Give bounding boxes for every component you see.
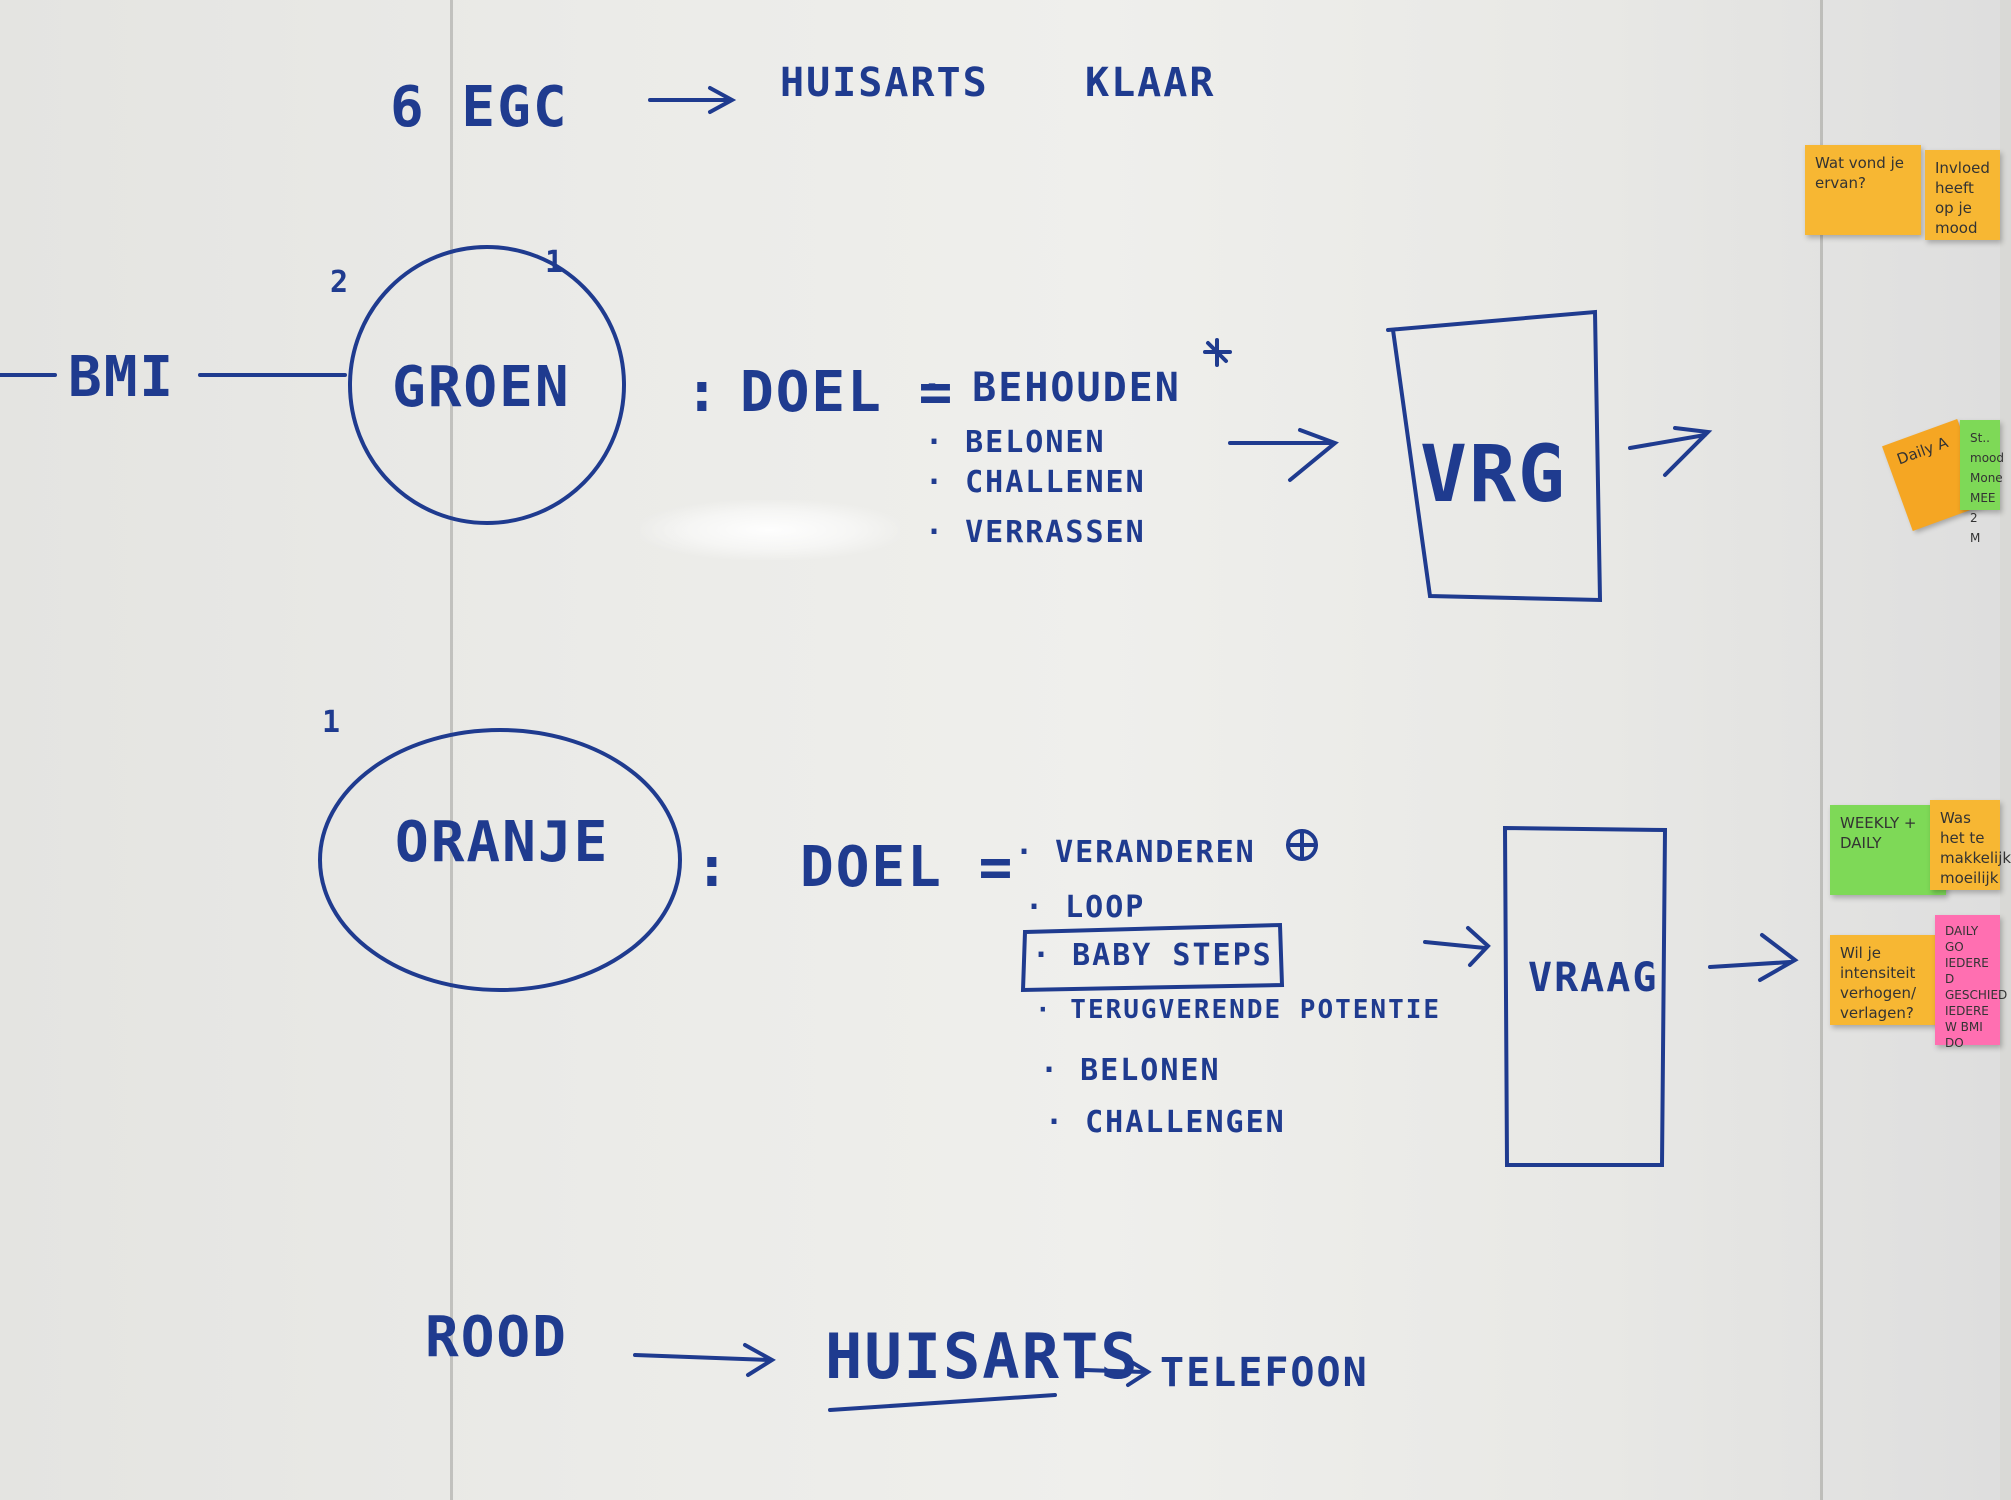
huisarts-bottom-label: HUISARTS <box>825 1320 1140 1393</box>
board-seam-left <box>450 0 453 1500</box>
telefoon-label: TELEFOON <box>1160 1350 1369 1396</box>
board-seam-right <box>1820 0 1823 1500</box>
groen-item-4: · VERRASSEN <box>925 515 1146 550</box>
sticky-note-weekly-daily: WEEKLY + DAILY <box>1830 805 1946 895</box>
sticky-note-mood: St.. mood Mone MEE 2 M <box>1960 420 2004 545</box>
oranje-colon: : <box>695 835 731 900</box>
sticky-note-daily-go: DAILY GO IEDERE D GESCHIED IEDERE W BMI … <box>1935 915 2007 1050</box>
vraag-label: VRAAG <box>1528 955 1659 1001</box>
groen-tick: 1 <box>545 245 566 280</box>
oranje-item-2: · LOOP <box>1025 890 1146 925</box>
vrg-box <box>1386 309 1603 603</box>
sticky-note-intensiteit: Wil je intensiteit verhogen/ verlagen? <box>1830 935 1946 1025</box>
arrow-to-vraag <box>1423 926 1491 967</box>
oranje-doel: DOEL = <box>800 835 1015 900</box>
oranje-number: 1 <box>322 705 343 740</box>
vrg-label: VRG <box>1420 430 1567 520</box>
bmi-label: BMI <box>68 345 176 410</box>
egc-label: 6 EGC <box>390 75 569 140</box>
oranje-item-1: · VERANDEREN <box>1015 835 1256 870</box>
oranje-item-5: · BELONEN <box>1040 1053 1221 1088</box>
asterisk-mark <box>1203 338 1232 367</box>
sticky-note-invloed: Invloed heeft op je mood <box>1925 150 2000 240</box>
sticky-note-was-het: Was het te makkelijk moeilijk <box>1930 800 2011 890</box>
oranje-label: ORANJE <box>395 810 610 875</box>
huisarts-top-label: HUISARTS <box>780 60 989 106</box>
groen-number: 2 <box>330 265 351 300</box>
arrow-after-vraag <box>1708 933 1799 982</box>
groen-label: GROEN <box>392 355 571 420</box>
groen-item-3: · CHALLENEN <box>925 465 1146 500</box>
arrow-to-vrg <box>1228 428 1339 482</box>
groen-doel: DOEL = <box>740 360 955 425</box>
groen-item-2: · BELONEN <box>925 425 1106 460</box>
vraag-box <box>1502 825 1668 1167</box>
oranje-item-4: · TERUGVERENDE POTENTIE <box>1035 995 1442 1025</box>
arrow-huisarts <box>1083 1358 1152 1387</box>
baby-steps-box <box>1020 922 1285 993</box>
groen-colon: : <box>685 360 721 425</box>
groen-item-1: · BEHOUDEN <box>920 365 1181 411</box>
huisarts-underline <box>828 1393 1057 1412</box>
arrow-top <box>648 86 737 114</box>
groen-circle <box>348 245 626 525</box>
sticky-note-wat-vond: Wat vond je ervan? <box>1805 145 1921 235</box>
rood-label: ROOD <box>425 1305 568 1370</box>
arrow-after-vrg <box>1628 426 1713 477</box>
oranje-item-6: · CHALLENGEN <box>1045 1105 1286 1140</box>
light-glare <box>640 500 900 560</box>
oranje-item-3: · BABY STEPS <box>1032 938 1273 973</box>
oranje-circle <box>318 728 682 992</box>
klaar-label: KLAAR <box>1085 60 1216 106</box>
arrow-rood <box>633 1343 776 1377</box>
